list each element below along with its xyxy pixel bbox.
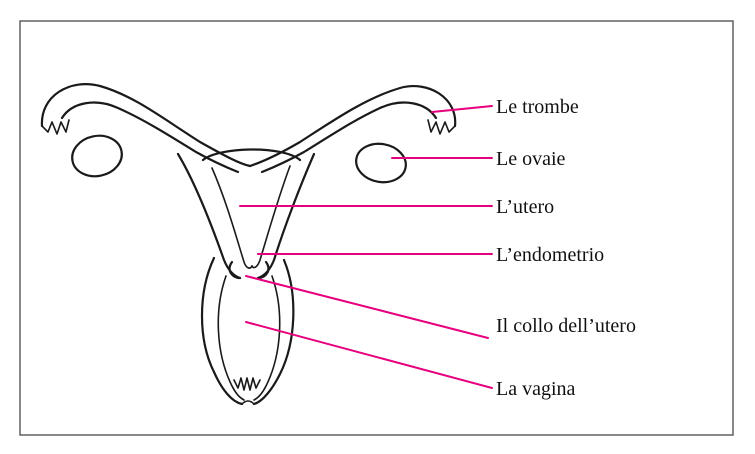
vagina-left-wall	[202, 258, 242, 404]
label-utero: L’utero	[496, 196, 554, 218]
leader-collo	[246, 276, 488, 338]
uterus-right-wall	[258, 154, 314, 278]
vaginal-opening	[242, 401, 254, 404]
uterus-left-wall	[178, 154, 240, 278]
leader-vagina	[246, 322, 492, 388]
diagram-border	[20, 21, 733, 435]
label-vagina: La vagina	[496, 378, 576, 400]
right-fallopian-tube	[250, 86, 455, 172]
uterus-illustration	[42, 84, 455, 404]
vaginal-rugae	[234, 378, 260, 390]
left-ovary	[68, 131, 125, 181]
labels: Le trombe Le ovaie L’utero L’endometrio …	[496, 96, 636, 400]
label-trombe: Le trombe	[496, 96, 579, 118]
leader-trombe	[432, 106, 492, 112]
label-ovaie: Le ovaie	[496, 148, 566, 170]
endometrium-left	[212, 168, 252, 268]
endometrium-right	[252, 166, 290, 268]
right-ovary	[353, 140, 409, 186]
label-endometrio: L’endometrio	[496, 244, 604, 266]
label-collo: Il collo dell’utero	[496, 315, 636, 337]
